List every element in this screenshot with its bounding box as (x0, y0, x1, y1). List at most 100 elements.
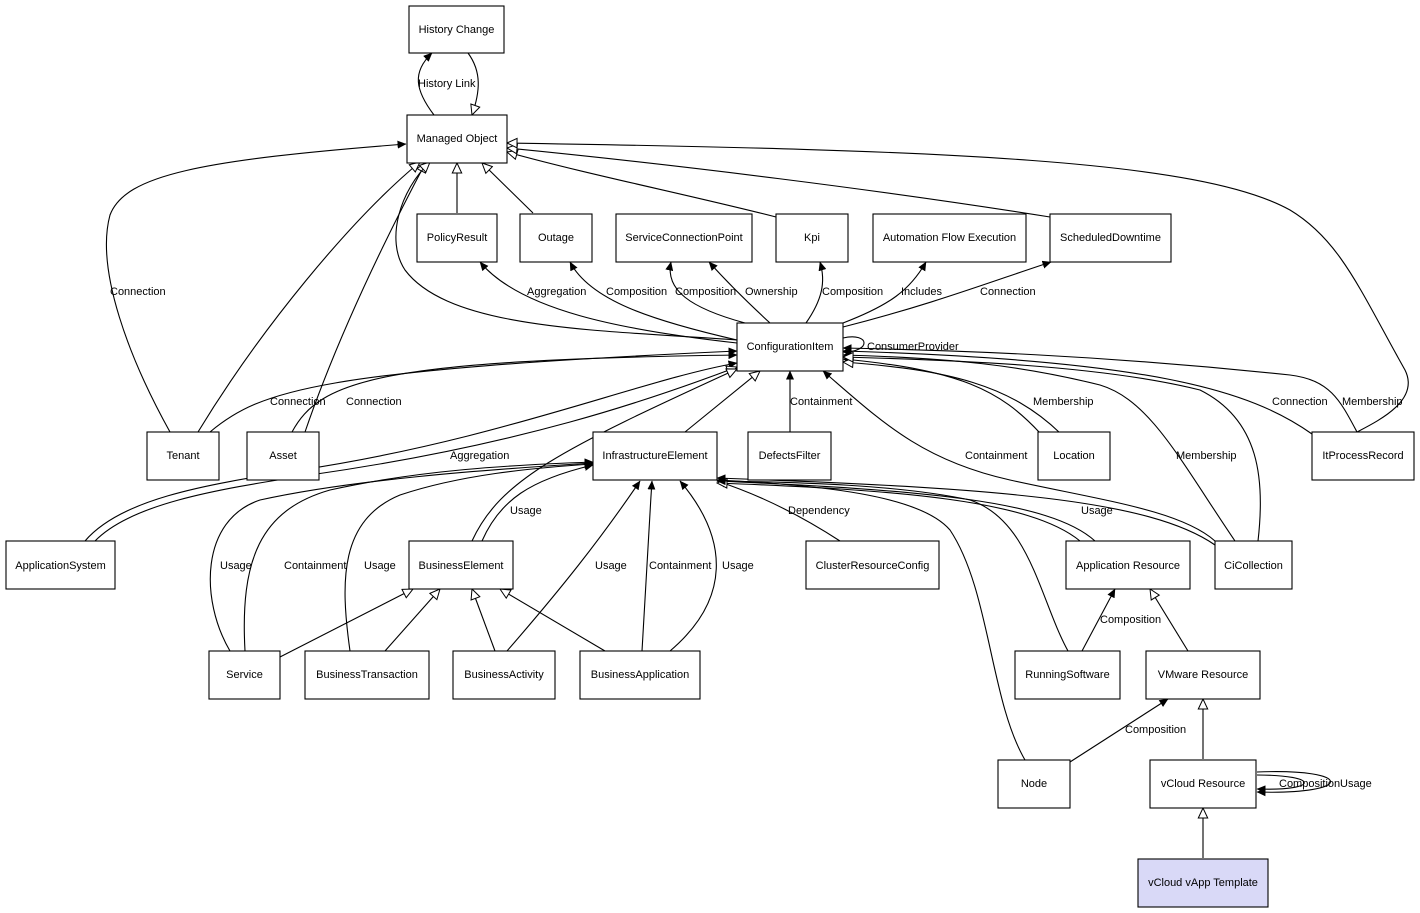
node-asset[interactable]: Asset (246, 431, 320, 481)
edge-location-ci-inherit (843, 362, 1061, 434)
edge-ci-mo-inherit (395, 162, 738, 341)
node-label: PolicyResult (427, 232, 488, 244)
node-ci-collection[interactable]: CiCollection (1214, 540, 1293, 590)
edge-cic-ci-membership (842, 351, 1236, 542)
node-service-connection-point[interactable]: ServiceConnectionPoint (615, 213, 753, 263)
label-cic-membership: Membership (1176, 450, 1237, 462)
node-history-change[interactable]: History Change (408, 5, 505, 54)
label-bapp-containment: Containment (649, 560, 711, 572)
node-vcloud-resource[interactable]: vCloud Resource (1149, 759, 1257, 809)
nodes: History Change Managed Object PolicyResu… (5, 5, 1415, 908)
node-label: Automation Flow Execution (883, 232, 1016, 244)
node-policy-result[interactable]: PolicyResult (416, 213, 498, 263)
edge-bapp-be-inherit (500, 589, 606, 652)
edge-cic-ci-containment (822, 370, 1216, 542)
edge-be-ci-inherit (471, 369, 737, 542)
edge-service-ie-usage (209, 459, 594, 652)
label-bact-usage: Usage (595, 560, 627, 572)
edge-ie-ci-inherit (684, 371, 760, 433)
node-configuration-item[interactable]: ConfigurationItem (736, 322, 844, 372)
node-label: ItProcessRecord (1322, 450, 1403, 462)
label-vcloud-usage: Usage (1340, 778, 1372, 790)
edge-service-be-inherit (279, 589, 413, 658)
label-location-membership: Membership (1033, 396, 1094, 408)
node-label: BusinessApplication (591, 669, 689, 681)
label-history-link: History Link (418, 78, 476, 90)
node-outage[interactable]: Outage (519, 213, 593, 263)
label-ci-outage-composition: Composition (606, 286, 667, 298)
node-label: Tenant (166, 450, 199, 462)
label-crc-dependency: Dependency (788, 505, 850, 517)
node-tenant[interactable]: Tenant (146, 431, 220, 481)
node-label: ApplicationSystem (15, 560, 106, 572)
label-itpr-membership: Membership (1342, 396, 1403, 408)
edge-outage-mo (482, 163, 534, 214)
node-vcloud-vapp-template[interactable]: vCloud vApp Template (1137, 858, 1269, 908)
node-application-resource[interactable]: Application Resource (1065, 540, 1191, 590)
node-label: DefectsFilter (759, 450, 821, 462)
node-business-transaction[interactable]: BusinessTransaction (304, 650, 430, 700)
label-tenant-ci-connection: Connection (270, 396, 326, 408)
edge-vcloud-composition-loop (1256, 774, 1305, 794)
label-bapp-usage: Usage (722, 560, 754, 572)
node-scheduled-downtime[interactable]: ScheduledDowntime (1049, 213, 1172, 263)
node-label: BusinessElement (419, 560, 504, 572)
edge-tenant-ci-connection (209, 347, 738, 433)
edge-node-vmware-composition (1069, 698, 1169, 763)
edge-ci-kpi (805, 261, 827, 324)
edge-service-ie-containment (243, 458, 594, 652)
node-label: Location (1053, 450, 1095, 462)
node-label: CiCollection (1224, 560, 1283, 572)
edge-appsys-ci-inherit (94, 367, 737, 542)
node-cluster-resource-config[interactable]: ClusterResourceConfig (805, 540, 940, 590)
node-business-activity[interactable]: BusinessActivity (452, 650, 556, 700)
node-label: vCloud vApp Template (1148, 877, 1258, 889)
node-infrastructure-element[interactable]: InfrastructureElement (592, 431, 718, 481)
label-service-usage: Usage (220, 560, 252, 572)
edge-itpr-ci-connection (842, 347, 1313, 435)
node-label: Service (226, 669, 263, 681)
node-label: BusinessTransaction (316, 669, 418, 681)
label-ar-usage: Usage (1081, 505, 1113, 517)
node-label: History Change (419, 24, 495, 36)
edge-sd-mo (507, 148, 1051, 218)
edge-ci-consumer-provider (842, 336, 865, 356)
node-business-element[interactable]: BusinessElement (408, 540, 514, 590)
edge-ci-policy-result (479, 261, 738, 344)
edge-be-ie-usage (481, 463, 594, 542)
node-automation-flow-execution[interactable]: Automation Flow Execution (872, 213, 1027, 263)
node-service[interactable]: Service (208, 650, 281, 700)
node-node[interactable]: Node (997, 759, 1071, 809)
edge-vcloud-usage-loop (1256, 771, 1331, 797)
edge-mo-history-change (417, 52, 435, 116)
label-be-usage: Usage (510, 505, 542, 517)
node-label: VMware Resource (1158, 669, 1248, 681)
label-vcloud-composition: Composition (1279, 778, 1340, 790)
node-vmware-resource[interactable]: VMware Resource (1145, 650, 1261, 700)
edge-labels: History Link Connection Aggregation Comp… (110, 78, 1403, 790)
label-ci-afe-includes: Includes (901, 286, 942, 298)
label-ci-scp-ownership: Ownership (745, 286, 798, 298)
node-business-application[interactable]: BusinessApplication (579, 650, 701, 700)
edge-cic-ie-usage (716, 474, 1216, 546)
edge-bact-be-inherit (472, 589, 496, 652)
node-application-system[interactable]: ApplicationSystem (5, 540, 116, 590)
node-label: Kpi (804, 232, 820, 244)
node-kpi[interactable]: Kpi (775, 213, 849, 263)
edge-asset-ci-connection (291, 351, 738, 433)
node-running-software[interactable]: RunningSoftware (1014, 650, 1121, 700)
node-location[interactable]: Location (1037, 431, 1111, 481)
edge-ci-sd (842, 260, 1052, 328)
node-label: RunningSoftware (1025, 669, 1109, 681)
edge-bt-ie-usage (344, 460, 594, 652)
node-label: ClusterResourceConfig (816, 560, 930, 572)
label-appsys-aggregation: Aggregation (450, 450, 509, 462)
node-label: ConfigurationItem (747, 341, 834, 353)
node-it-process-record[interactable]: ItProcessRecord (1311, 431, 1415, 481)
edge-ci-outage (569, 261, 738, 341)
node-defects-filter[interactable]: DefectsFilter (747, 431, 832, 481)
node-managed-object[interactable]: Managed Object (406, 114, 508, 164)
edge-itpr-mo (507, 143, 1409, 433)
edge-ci-scp-composition (665, 261, 746, 324)
